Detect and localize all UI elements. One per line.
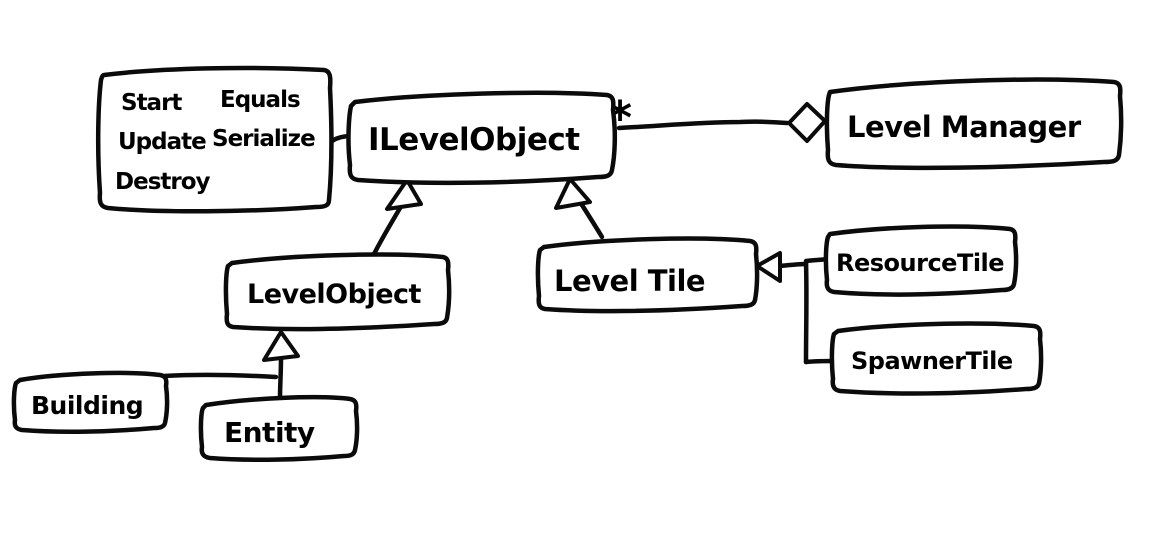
method-label: Equals [220,87,300,113]
building-branch-line [161,372,279,380]
stem-vertical-line [277,356,284,401]
node-levelobject: LevelObject [223,252,452,332]
aggregation-line [616,119,790,131]
inheritance-arrowhead-icon [385,178,423,211]
class-box-outline [823,224,1019,297]
node-interface-methods-note: Start Equals Update Serialize Destroy [95,65,334,214]
class-name-label: ResourceTile [836,249,1004,277]
class-box-outline [535,236,760,314]
method-label: Update [118,129,206,155]
edge-levelobject-inherits-ilevelobject [370,178,423,259]
node-entity: Entity [198,394,360,462]
class-box-outline [829,321,1044,396]
class-box-outline [11,370,170,434]
method-label: Start [121,90,182,116]
node-levelmanager: Level Manager [824,77,1124,171]
node-spawnertile: SpawnerTile [829,321,1044,396]
class-box-outline [198,394,360,462]
inheritance-arrowhead-icon [554,177,592,210]
class-box-outline [223,252,452,332]
inheritance-line [579,202,605,240]
class-box-outline [346,90,618,186]
aggregation-diamond-icon [787,102,827,143]
class-name-label: ILevelObject [368,122,580,158]
class-name-label: LevelObject [247,279,422,310]
class-name-label: Entity [224,416,315,449]
node-building: Building [11,370,170,434]
method-label: Serialize [212,126,315,152]
method-label: Destroy [115,169,211,195]
inheritance-arrowhead-icon [262,330,300,362]
node-leveltile: Level Tile [535,236,760,314]
class-box-outline [824,77,1124,171]
inheritance-arrowhead-icon [755,251,782,283]
class-name-label: Building [31,391,143,420]
edge-leveltile-inherits-ilevelobject [554,177,605,240]
edge-tiles-inherit-leveltile [755,251,837,365]
edge-children-inherit-levelobject [161,330,300,401]
class-name-label: Level Manager [847,110,1082,144]
class-name-label: Level Tile [554,264,705,298]
trunk-horizontal-line [777,261,809,269]
inheritance-line [370,205,403,259]
class-name-label: SpawnerTile [851,347,1013,375]
edge-ilevelobject-levelmanager-aggregation: * [608,91,827,145]
node-ilevelobject: ILevelObject [346,90,618,186]
note-box-outline [95,65,334,214]
node-resourcetile: ResourceTile [823,224,1019,297]
